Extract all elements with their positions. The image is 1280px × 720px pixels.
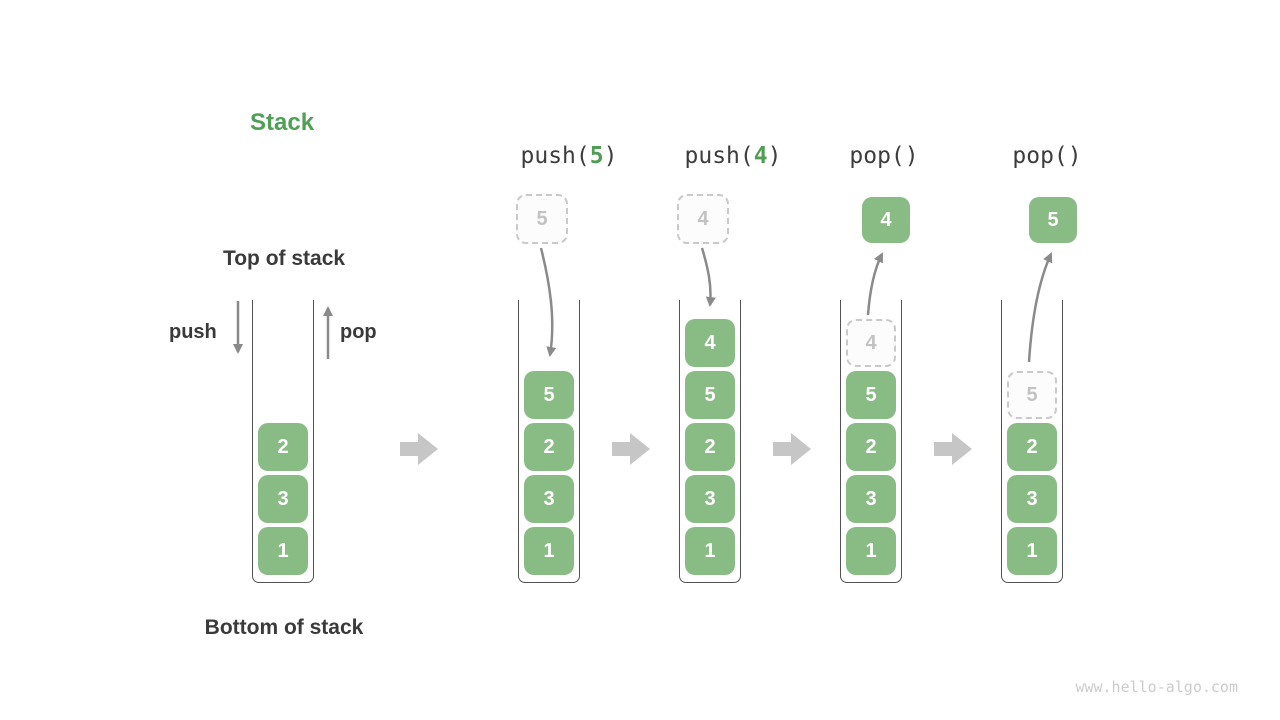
pop-arrow-label: pop [340, 321, 377, 343]
top-of-stack-label: Top of stack [222, 247, 346, 270]
push-4-curve-arrow-icon [700, 247, 716, 307]
stack-cell: 3 [524, 475, 574, 523]
transition-arrow-icon [612, 433, 650, 465]
stack-cell: 5 [846, 371, 896, 419]
stack-cell: 2 [258, 423, 308, 471]
op-prefix: pop() [1012, 143, 1082, 169]
stack-cell: 5 [524, 371, 574, 419]
stack-cell: 3 [258, 475, 308, 523]
stack-cell: 1 [685, 527, 735, 575]
stack-cell: 1 [1007, 527, 1057, 575]
diagram-title: Stack [250, 109, 315, 136]
stack-cell: 4 [685, 319, 735, 367]
op-argument: 4 [753, 143, 768, 169]
stack-cell: 1 [258, 527, 308, 575]
stack-cell: 3 [685, 475, 735, 523]
stack-cell: 2 [524, 423, 574, 471]
operation-label-pop-2: pop() [1012, 143, 1081, 169]
stack-cell-ghost: 5 [1007, 371, 1057, 419]
operation-label-push-5: push(5) [521, 143, 618, 169]
push-arrow-label: push [169, 321, 217, 343]
op-argument: 5 [589, 143, 604, 169]
transition-arrow-icon [773, 433, 811, 465]
op-prefix: pop() [849, 143, 919, 169]
operation-label-push-4: push(4) [685, 143, 782, 169]
watermark: www.hello-algo.com [1075, 678, 1238, 696]
stack-cell: 1 [846, 527, 896, 575]
op-prefix: push( [520, 143, 590, 169]
stack-cell: 3 [1007, 475, 1057, 523]
op-suffix: ) [603, 143, 618, 169]
bottom-of-stack-label: Bottom of stack [204, 616, 364, 639]
floating-popped-value: 5 [1029, 197, 1077, 243]
floating-popped-value: 4 [862, 197, 910, 243]
stack-cell: 2 [685, 423, 735, 471]
stack-cell: 1 [524, 527, 574, 575]
floating-ghost-value: 4 [677, 194, 729, 244]
op-suffix: ) [767, 143, 782, 169]
stack-cell-ghost: 4 [846, 319, 896, 367]
operation-label-pop-1: pop() [849, 143, 918, 169]
floating-ghost-value: 5 [516, 194, 568, 244]
stack-cell: 2 [846, 423, 896, 471]
transition-arrow-icon [400, 433, 438, 465]
transition-arrow-icon [934, 433, 972, 465]
op-prefix: push( [684, 143, 754, 169]
stack-cell: 5 [685, 371, 735, 419]
stack-cell: 2 [1007, 423, 1057, 471]
stack-cell: 3 [846, 475, 896, 523]
